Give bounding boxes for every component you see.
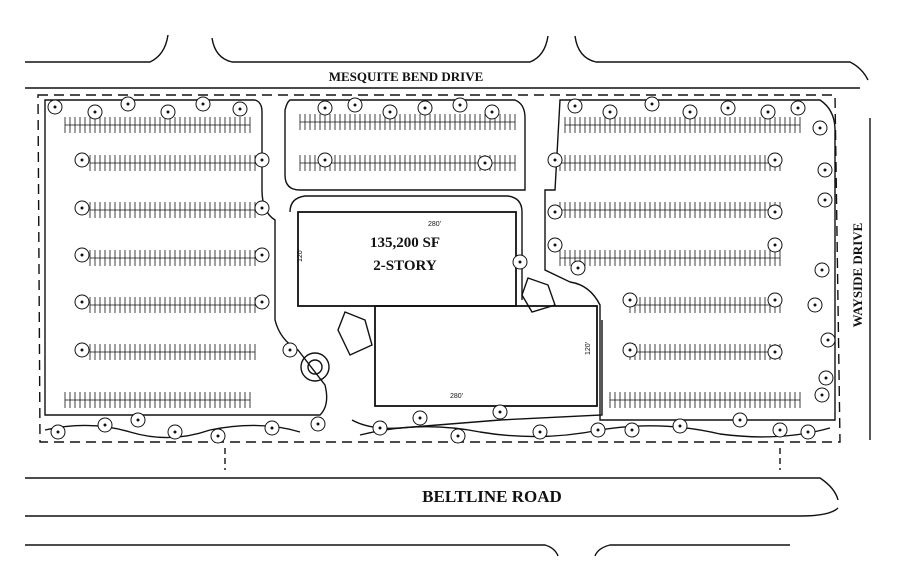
tree-trunk (678, 424, 682, 428)
tree-trunk (553, 158, 557, 162)
south-access (224, 448, 781, 470)
tree-trunk (126, 102, 130, 106)
tree-trunk (260, 158, 264, 162)
tree-trunk (238, 107, 242, 111)
tree-trunk (260, 206, 264, 210)
tree-trunk (553, 210, 557, 214)
tree-trunk (628, 298, 632, 302)
tree-trunk (56, 430, 60, 434)
tree-trunk (173, 430, 177, 434)
tree-trunk (773, 243, 777, 247)
tree-trunk (518, 260, 522, 264)
south-road-label: BELTLINE ROAD (422, 487, 562, 506)
tree-trunk (316, 422, 320, 426)
tree-trunk (458, 103, 462, 107)
tree-trunk (824, 376, 828, 380)
tree-trunk (538, 430, 542, 434)
tree-trunk (353, 103, 357, 107)
tree-trunk (773, 210, 777, 214)
north-road-curb-top-mid (211, 35, 549, 63)
tree-trunk (778, 428, 782, 432)
tree-trunk (726, 106, 730, 110)
tree-trunk (826, 338, 830, 342)
tree-trunk (576, 266, 580, 270)
building-area-label: 135,200 SF (370, 235, 440, 251)
tree-trunk (483, 161, 487, 165)
tree-trunk (80, 253, 84, 257)
tree-trunk (260, 300, 264, 304)
tree-trunk (806, 430, 810, 434)
building-upper-walkway (289, 195, 523, 300)
tree-trunk (166, 110, 170, 114)
building-stories-label: 2-STORY (373, 258, 437, 274)
tree-trunk (820, 268, 824, 272)
south-road-curb-3 (25, 544, 559, 557)
tree-trunk (423, 106, 427, 110)
tree-trunk (688, 110, 692, 114)
upper-width-dim: 280' (428, 221, 441, 228)
tree-trunk (288, 348, 292, 352)
tree-trunk (553, 243, 557, 247)
tree-trunk (650, 102, 654, 106)
tree-trunk (596, 428, 600, 432)
tree-trunk (103, 423, 107, 427)
tree-trunk (388, 110, 392, 114)
east-lot (544, 99, 836, 421)
fountain (300, 352, 330, 382)
lower-depth-dim: 120' (585, 342, 592, 355)
center-north-lot (284, 99, 526, 191)
tree-trunk (823, 198, 827, 202)
tree-trunk (490, 110, 494, 114)
tree-trunk (773, 158, 777, 162)
tree-trunk (456, 434, 460, 438)
tree-trunk (136, 418, 140, 422)
tree-trunk (608, 110, 612, 114)
north-road-label: MESQUITE BEND DRIVE (329, 69, 484, 84)
tree-trunk (378, 426, 382, 430)
tree-trunk (323, 106, 327, 110)
lower-width-dim: 280' (450, 393, 463, 400)
south-road-curb-1 (25, 477, 839, 501)
tree-trunk (818, 126, 822, 130)
tree-trunk (813, 303, 817, 307)
tree-trunk (270, 426, 274, 430)
plaza-east (521, 277, 556, 313)
tree-trunk (573, 104, 577, 108)
tree-trunk (418, 416, 422, 420)
south-road-curb-2 (25, 507, 839, 517)
tree-trunk (796, 106, 800, 110)
tree-trunk (773, 298, 777, 302)
tree-trunk (766, 110, 770, 114)
east-road-label: WAYSIDE DRIVE (850, 223, 865, 328)
north-road-curb-top-right (574, 35, 869, 81)
south-road-curb-4 (594, 544, 790, 557)
tree-trunk (260, 253, 264, 257)
tree-trunk (80, 300, 84, 304)
tree-trunk (498, 410, 502, 414)
tree-trunk (80, 158, 84, 162)
tree-trunk (773, 350, 777, 354)
plaza-west (337, 311, 373, 356)
tree-trunk (80, 206, 84, 210)
tree-trunk (80, 348, 84, 352)
tree-trunk (216, 434, 220, 438)
upper-depth-dim: 120' (297, 249, 304, 262)
tree-trunk (630, 428, 634, 432)
tree-trunk (820, 393, 824, 397)
tree-trunk (628, 348, 632, 352)
building-lower (374, 305, 598, 407)
tree-trunk (823, 168, 827, 172)
tree-trunk (323, 158, 327, 162)
property-boundary (37, 94, 841, 443)
north-road-curb-top-left (25, 34, 169, 63)
tree-trunk (93, 110, 97, 114)
tree-trunk (53, 105, 57, 109)
west-lot (44, 99, 328, 416)
lower-walk (351, 320, 603, 430)
tree-trunk (201, 102, 205, 106)
tree-trunk (738, 418, 742, 422)
